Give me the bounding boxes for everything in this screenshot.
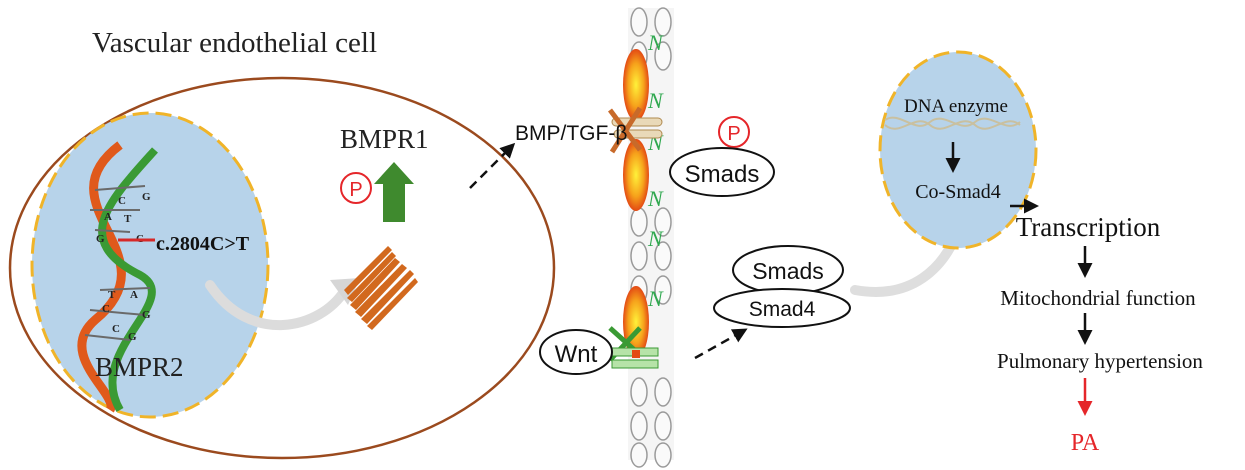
bmpr2-label: BMPR2 (95, 352, 184, 382)
svg-text:N: N (647, 88, 664, 113)
svg-text:N: N (647, 226, 664, 251)
smad4-complex-label: Smad4 (749, 298, 816, 321)
svg-text:C: C (102, 303, 110, 315)
smads-complex-label: Smads (752, 258, 824, 284)
signal-arrow-wnt (694, 328, 748, 360)
bmp-receptor-icon (608, 106, 663, 154)
signal-arrow-bmp (469, 142, 516, 189)
mutation-label: c.2804C>T (156, 233, 250, 255)
transcription-label: Transcription (1016, 212, 1161, 242)
nucleus: GC AT GC TA CG CG c.2804C>T BMPR2 (30, 111, 270, 419)
svg-text:G: G (142, 309, 151, 321)
upregulation-arrow-icon (374, 162, 414, 222)
pa-label: PA (1071, 430, 1100, 456)
svg-text:C: C (118, 195, 126, 207)
phospho-label-bmpr1: P (349, 179, 362, 201)
phospho-icon (340, 172, 372, 204)
mitochondrial-function-label: Mitochondrial function (1000, 286, 1196, 310)
membrane-channel-2 (623, 139, 649, 211)
bmpr1-label: BMPR1 (340, 124, 429, 154)
svg-text:A: A (104, 211, 112, 223)
svg-text:A: A (130, 289, 138, 301)
svg-text:N: N (647, 30, 664, 55)
endothelial-cell: Vascular endothelial cell (8, 27, 556, 460)
svg-text:N: N (647, 186, 664, 211)
dna-enzyme-label: DNA enzyme (904, 96, 1008, 117)
svg-text:G: G (96, 233, 105, 245)
pathway: Transcription Mitochondrial function Pul… (997, 212, 1203, 456)
phospho-icon-smads (718, 116, 750, 148)
svg-text:C: C (112, 323, 120, 335)
smad-complex: Smads Smad4 (713, 245, 851, 328)
membrane-channel-3 (623, 286, 649, 358)
phospho-label-smads: P (727, 123, 740, 145)
smad4-complex-oval (713, 288, 851, 328)
dna-strand-icon (884, 116, 1021, 130)
dna-helix-icon: GC AT GC TA CG CG (77, 141, 158, 413)
svg-text:G: G (128, 331, 137, 343)
membrane-column: NNN NNN (608, 7, 674, 468)
wnt-label: Wnt (555, 341, 598, 368)
membrane-units (630, 7, 672, 468)
svg-text:T: T (108, 289, 116, 301)
cell-title: Vascular endothelial cell (92, 27, 377, 59)
cell-membrane (8, 76, 556, 460)
right-nucleus: DNA enzyme Co-Smad4 (878, 50, 1038, 250)
smads-membrane-label: Smads (685, 161, 760, 188)
svg-text:T: T (124, 213, 132, 225)
expression-arrow (205, 280, 350, 330)
bmp-tgf-label: BMP/TGF-β (515, 122, 627, 145)
pulmonary-hypertension-label: Pulmonary hypertension (997, 349, 1203, 373)
right-nucleus-body (878, 50, 1038, 250)
co-smad4-label: Co-Smad4 (915, 181, 1001, 203)
svg-text:N: N (647, 286, 664, 311)
wnt-oval (539, 329, 613, 375)
smads-membrane-oval (669, 147, 775, 197)
bmpr1-group: BMPR1 P (340, 124, 429, 330)
protein-icon (344, 246, 418, 330)
membrane-channel-1 (623, 49, 649, 121)
svg-text:G: G (142, 191, 151, 203)
